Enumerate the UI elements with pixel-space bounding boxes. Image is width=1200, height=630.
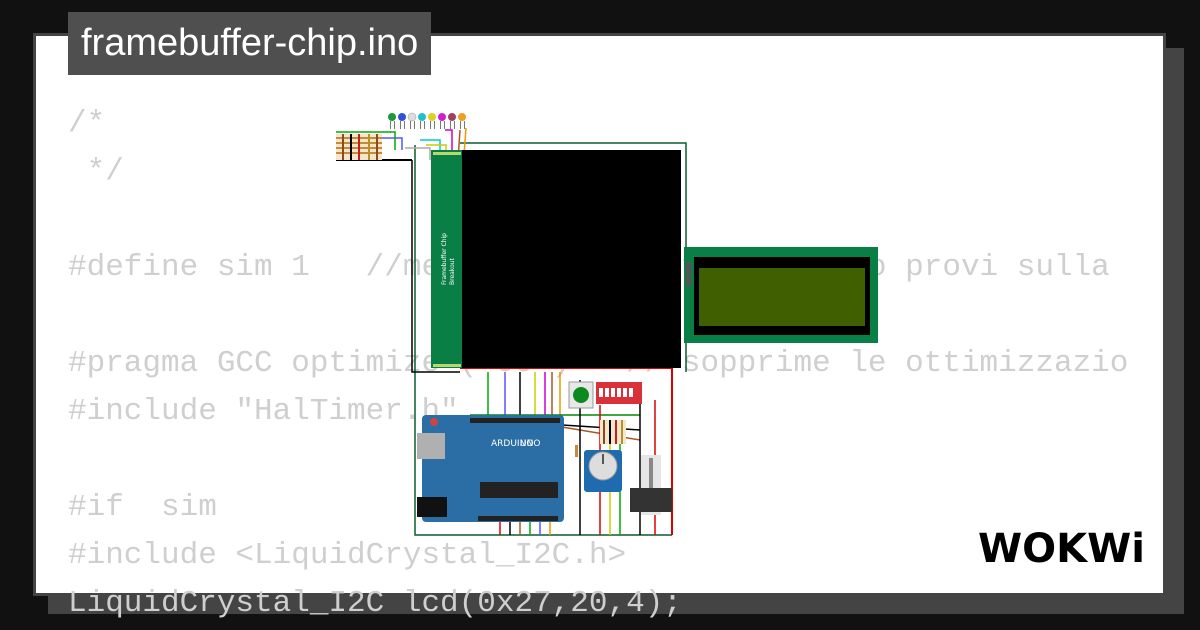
- led-icon: [398, 113, 406, 129]
- lcd-display: [684, 247, 878, 343]
- potentiometer-icon[interactable]: [584, 450, 622, 492]
- code-line: /*: [68, 106, 106, 141]
- led-icon: [438, 113, 446, 129]
- arduino-brand: ARDUINO: [491, 439, 533, 449]
- pushbutton-icon[interactable]: [568, 381, 594, 409]
- wokwi-logo-text: WOKWi: [978, 526, 1145, 572]
- chip-label-line1: Framebuffer Chip: [441, 233, 448, 285]
- led-icon: [407, 112, 417, 129]
- code-background: /* */#define sim 1 //metti a 0 se lavori…: [68, 100, 1128, 628]
- code-line: LiquidCrystal_I2C lcd(0x27,20,4);: [68, 586, 682, 621]
- file-title: framebuffer-chip.ino: [68, 12, 432, 75]
- led-icon: [418, 113, 426, 129]
- resistor-icon: [575, 420, 626, 457]
- resistor-icon: [336, 134, 382, 160]
- code-line: #if sim: [68, 490, 217, 525]
- dip-switch-icon[interactable]: [596, 382, 642, 404]
- arduino-model: UNO: [520, 439, 540, 449]
- arduino-uno-board: ARDUINO UNO: [417, 415, 564, 522]
- slide-potentiometer-icon[interactable]: [630, 455, 672, 515]
- chip-label-line2: Breakout: [449, 257, 456, 285]
- led-row: [388, 112, 466, 129]
- code-line: #include <LiquidCrystal_I2C.h>: [68, 538, 627, 573]
- chip-label: Framebuffer Chip Breakout: [441, 233, 456, 285]
- wokwi-logo: WOKWi: [976, 522, 1148, 576]
- framebuffer-screen: [462, 150, 681, 368]
- led-icon: [388, 113, 396, 129]
- framebuffer-chip-board: Framebuffer Chip Breakout: [431, 150, 681, 368]
- led-icon: [458, 113, 466, 129]
- code-line: #include "HalTimer.h": [68, 394, 459, 429]
- led-icon: [428, 113, 436, 129]
- code-line: */: [68, 154, 124, 189]
- led-icon: [448, 113, 456, 129]
